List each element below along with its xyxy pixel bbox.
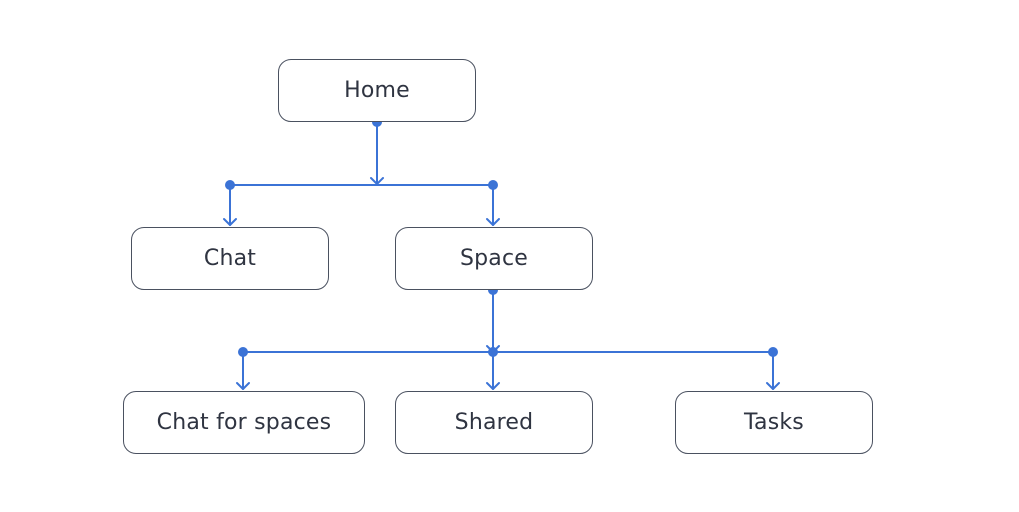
connector-dot-bus2-left	[238, 347, 248, 357]
node-chat-label: Chat	[203, 246, 257, 271]
node-chat: Chat	[131, 227, 329, 290]
connector-dot-bus-left	[225, 180, 235, 190]
arrowhead-chat-for-spaces	[236, 382, 250, 390]
node-space-label: Space	[459, 246, 529, 271]
connector-dot-bus-right	[488, 180, 498, 190]
connector-dot-bus2-right	[768, 347, 778, 357]
arrowhead-shared	[486, 382, 500, 390]
node-tasks: Tasks	[675, 391, 873, 454]
node-home: Home	[278, 59, 476, 122]
node-shared-label: Shared	[454, 410, 534, 435]
connector-dot-bus2-center	[488, 347, 498, 357]
arrowhead-tasks	[766, 382, 780, 390]
node-home-label: Home	[344, 78, 410, 103]
arrowhead-space	[486, 218, 500, 226]
node-tasks-label: Tasks	[744, 410, 804, 435]
node-shared: Shared	[395, 391, 593, 454]
node-space: Space	[395, 227, 593, 290]
arrowhead-bus-home	[370, 177, 384, 185]
arrowhead-chat	[223, 218, 237, 226]
node-chat-for-spaces: Chat for spaces	[123, 391, 365, 454]
node-chat-for-spaces-label: Chat for spaces	[156, 410, 332, 435]
